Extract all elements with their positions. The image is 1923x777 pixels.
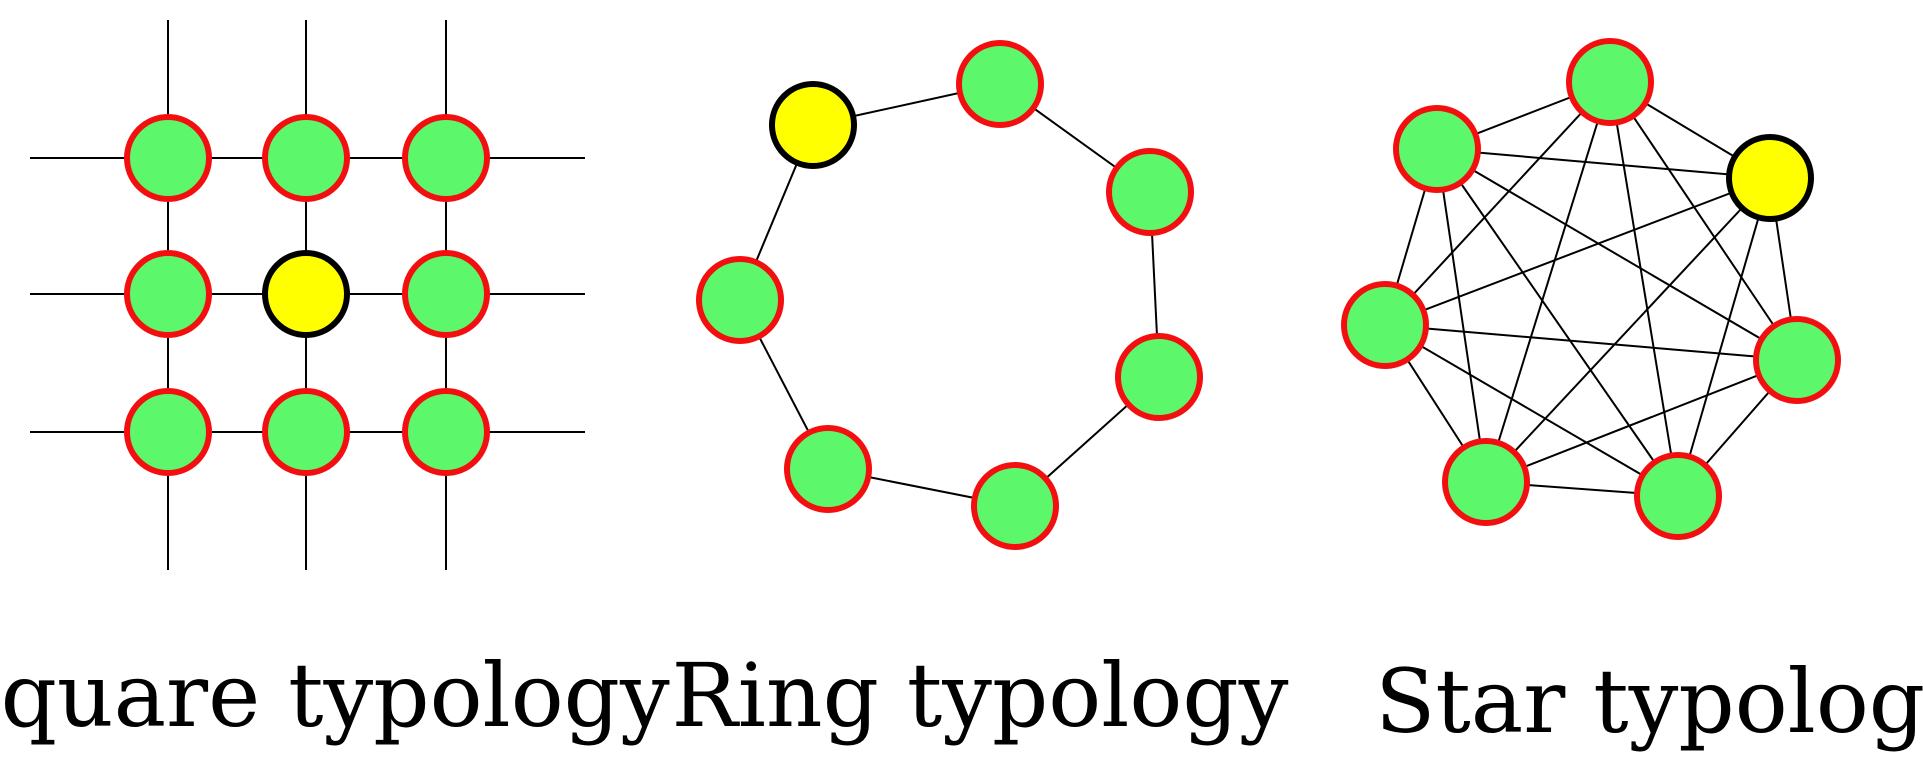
node: [1442, 438, 1530, 526]
node: [696, 256, 784, 344]
star-caption: Star typology: [1375, 650, 1923, 753]
node: [784, 425, 872, 513]
node: [402, 250, 490, 338]
edge-line: [1677, 177, 1771, 497]
node: [1634, 452, 1722, 540]
edge-line: [1384, 177, 1771, 326]
ring-topology: Ring typology: [672, 40, 1289, 747]
node: [956, 40, 1044, 128]
edge-line: [1485, 177, 1771, 483]
edge-line: [1436, 148, 1798, 361]
node: [402, 388, 490, 476]
highlighted-node: [1726, 134, 1814, 222]
edge-line: [1436, 148, 1487, 483]
highlighted-node: [769, 81, 857, 169]
edge-line: [1384, 324, 1679, 497]
edge-line: [1436, 148, 1771, 179]
node: [262, 114, 350, 202]
node: [971, 462, 1059, 550]
edge-line: [1436, 148, 1679, 497]
edge-line: [1384, 324, 1798, 361]
node: [402, 114, 490, 202]
edge-line: [1485, 81, 1611, 483]
edge-line: [1485, 359, 1798, 483]
node: [124, 250, 212, 338]
square-caption: Square typology: [0, 644, 670, 747]
square-nodes: [124, 114, 490, 476]
ring-nodes: [696, 40, 1203, 550]
highlighted-node: [262, 250, 350, 338]
ring-caption: Ring typology: [672, 644, 1289, 747]
edge-line: [1384, 81, 1611, 326]
node: [262, 388, 350, 476]
node: [1566, 38, 1654, 126]
edge-line: [1609, 81, 1798, 361]
star-topology: Star typology: [1341, 38, 1923, 753]
node: [1753, 316, 1841, 404]
node: [124, 114, 212, 202]
node: [124, 388, 212, 476]
node: [1106, 148, 1194, 236]
node: [1341, 281, 1429, 369]
edge-line: [1609, 81, 1679, 497]
star-nodes: [1341, 38, 1841, 540]
square-topology: Square typology: [0, 20, 670, 747]
node: [1393, 105, 1481, 193]
node: [1115, 333, 1203, 421]
